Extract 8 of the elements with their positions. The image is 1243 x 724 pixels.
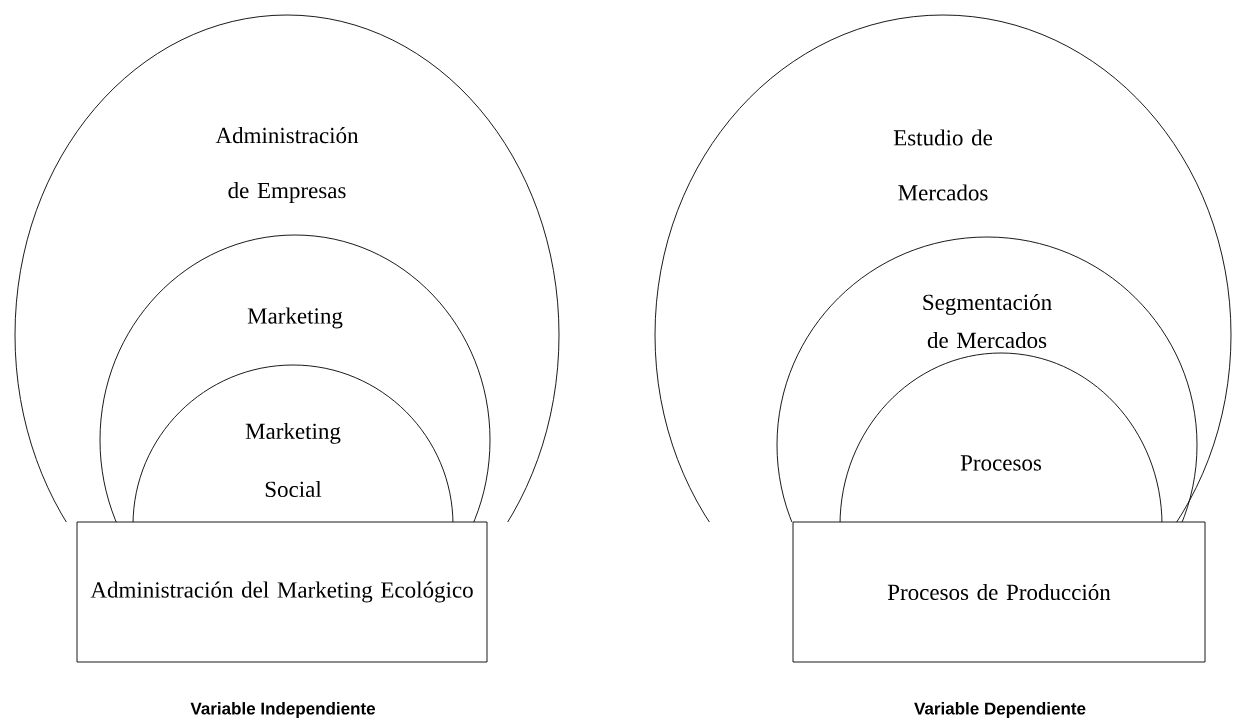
oval-label: Procesos	[960, 455, 1042, 471]
oval-label: Marketing	[247, 307, 343, 329]
oval-label: Marketing Social	[245, 422, 341, 498]
oval-label: Estudio de Mercados	[893, 129, 993, 201]
oval-label: Segmentación de Mercados	[923, 293, 1052, 349]
caption: Variable Dependiente	[914, 702, 1086, 718]
caption: Variable Independiente	[190, 702, 375, 718]
oval-label: Administración de Empresas	[215, 127, 359, 203]
